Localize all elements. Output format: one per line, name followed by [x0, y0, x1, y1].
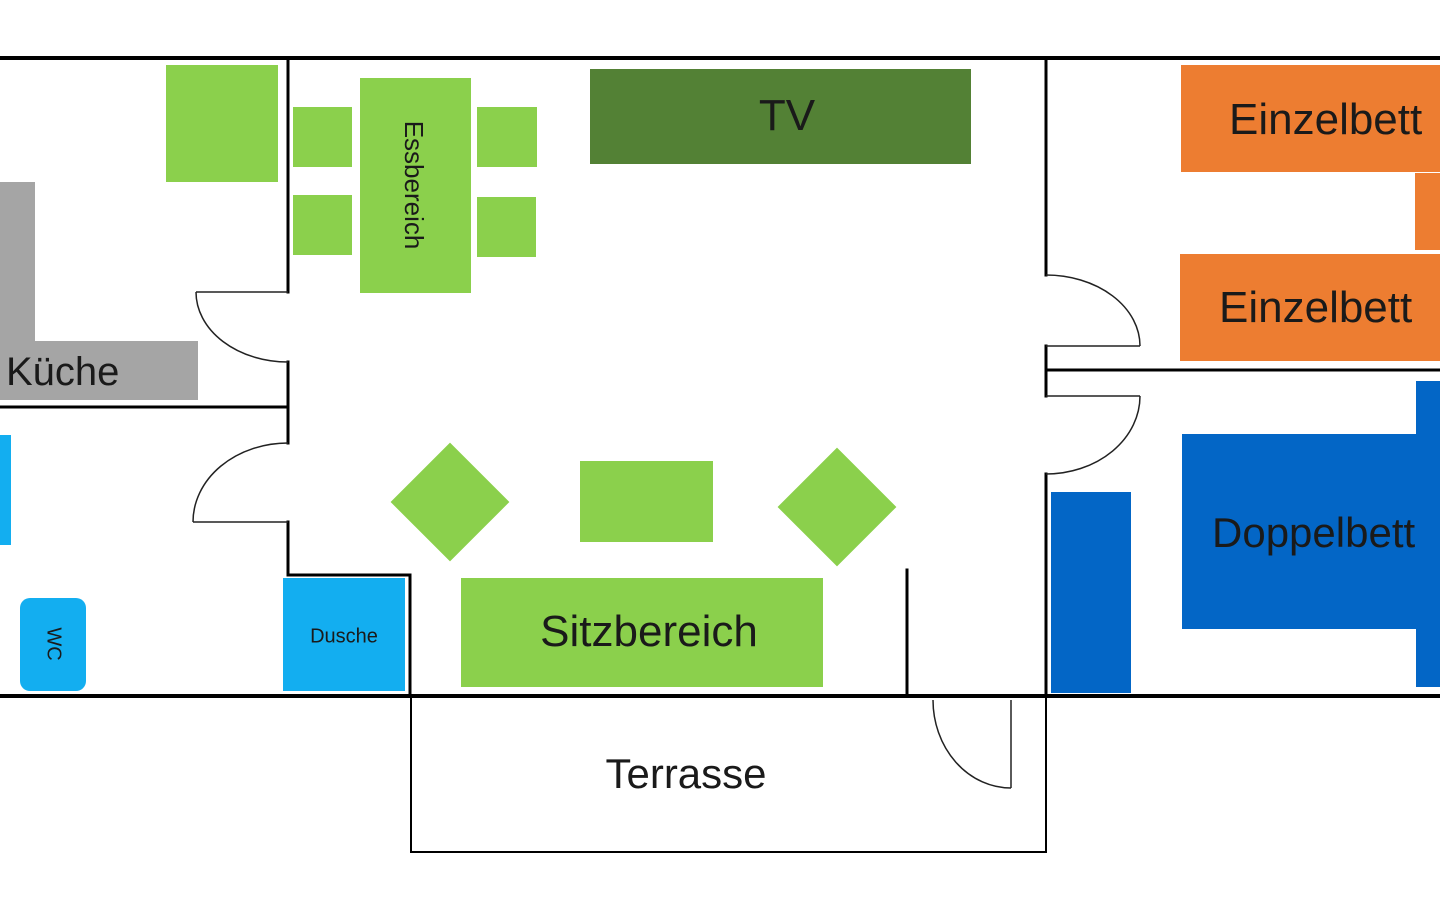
- terrace-label: Terrasse: [605, 750, 766, 797]
- door-terrace: [932, 699, 1012, 789]
- dining-label: Essbereich: [399, 121, 429, 250]
- shower-fixture: [283, 578, 405, 691]
- walls: [0, 56, 1440, 853]
- tv-label: TV: [759, 91, 816, 140]
- kitchen-label: Küche: [6, 350, 119, 394]
- nightstand: [1415, 173, 1440, 250]
- armchair-left: [390, 442, 510, 562]
- single-bed-2-label: Einzelbett: [1219, 283, 1412, 332]
- shower-label: Dusche: [310, 625, 378, 647]
- kitchen-counter-horizontal: [0, 341, 198, 400]
- dining-table: [360, 78, 471, 293]
- double-bed-label: Doppelbett: [1212, 509, 1415, 556]
- wc-label: WC: [43, 627, 65, 660]
- single-bed-1: [1181, 65, 1440, 172]
- dining-chair-bottom-right: [477, 197, 536, 257]
- double-bed: [1182, 434, 1440, 629]
- bathroom-sink: [0, 435, 11, 545]
- dining-chair-top-right: [477, 107, 537, 167]
- dining-chair-bottom-left: [293, 195, 352, 255]
- single-bed-2: [1180, 254, 1440, 361]
- tv-unit: [590, 69, 971, 164]
- door-bathroom: [192, 442, 289, 523]
- door-kitchen: [195, 291, 289, 363]
- seating-label: Sitzbereich: [540, 607, 758, 656]
- sofa: [461, 578, 823, 687]
- single-bed-1-label: Einzelbett: [1229, 95, 1422, 144]
- door-bedroom-2: [1045, 395, 1141, 475]
- coffee-table: [580, 461, 713, 542]
- kitchen-cabinet: [166, 65, 278, 182]
- dining-chair-top-left: [293, 107, 352, 167]
- door-bedroom-1: [1045, 274, 1141, 347]
- wc-fixture: [20, 598, 86, 691]
- wardrobe: [1051, 492, 1131, 693]
- armchair-right: [777, 447, 897, 567]
